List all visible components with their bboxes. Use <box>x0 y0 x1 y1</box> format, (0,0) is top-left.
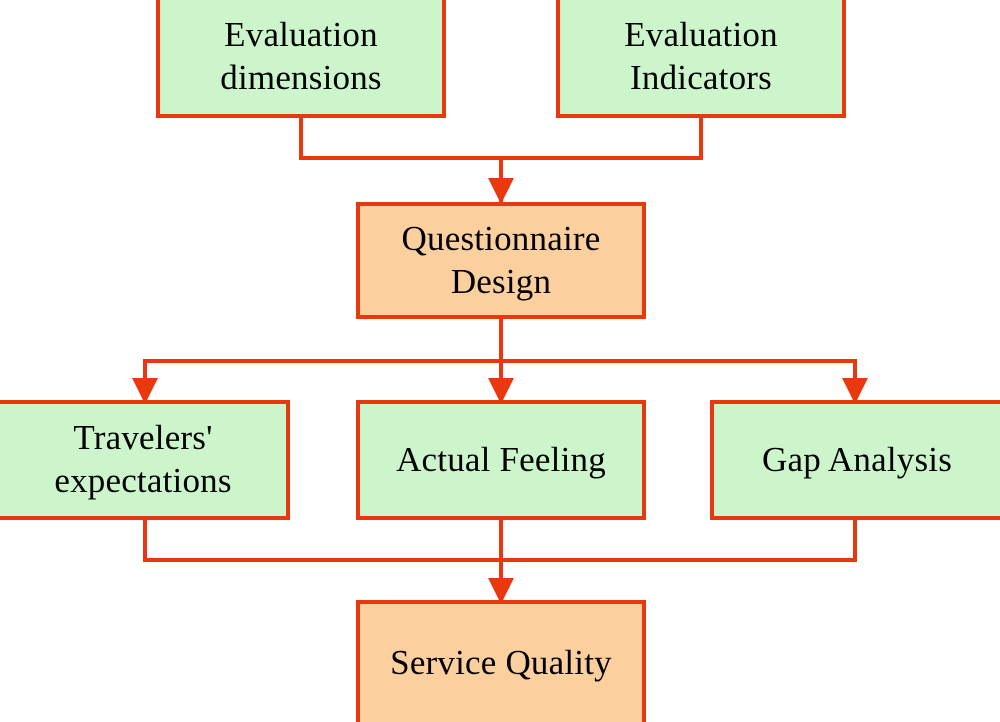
node-actual-feeling[interactable]: Actual Feeling <box>356 400 646 520</box>
connector-fanout-left <box>143 359 147 389</box>
node-travelers-expectations-label: Travelers' expectations <box>54 418 232 500</box>
node-questionnaire-design-label: Questionnaire Design <box>401 218 601 301</box>
connector-dimensions-drop <box>299 114 303 160</box>
connector-gap-analysis-drop <box>853 516 857 562</box>
connector-travelers-drop <box>143 516 147 562</box>
connector-actual-feeling-drop <box>499 516 503 562</box>
node-questionnaire-design[interactable]: Questionnaire Design <box>356 202 646 319</box>
arrow-to-actual-feeling <box>488 378 514 404</box>
connector-fanout-right <box>853 359 857 389</box>
connector-indicators-drop <box>699 114 703 160</box>
node-service-quality[interactable]: Service Quality <box>356 600 646 722</box>
node-evaluation-indicators[interactable]: Evaluation Indicators <box>556 0 846 118</box>
arrow-to-travelers-expectations <box>132 378 158 404</box>
node-gap-analysis-label: Gap Analysis <box>761 439 953 479</box>
node-service-quality-label: Service Quality <box>390 642 612 682</box>
node-travelers-expectations[interactable]: Travelers' expectations <box>0 400 290 520</box>
node-evaluation-indicators-label: Evaluation Indicators <box>624 15 778 97</box>
connector-fanout-center <box>499 359 503 389</box>
node-actual-feeling-label: Actual Feeling <box>396 439 606 479</box>
arrow-to-service-quality <box>488 578 514 604</box>
arrow-to-gap-analysis <box>842 378 868 404</box>
node-evaluation-dimensions-label: Evaluation dimensions <box>220 15 382 97</box>
node-gap-analysis[interactable]: Gap Analysis <box>710 400 1000 520</box>
arrow-to-questionnaire <box>488 178 514 204</box>
node-evaluation-dimensions[interactable]: Evaluation dimensions <box>156 0 446 118</box>
connector-questionnaire-drop <box>499 315 503 363</box>
